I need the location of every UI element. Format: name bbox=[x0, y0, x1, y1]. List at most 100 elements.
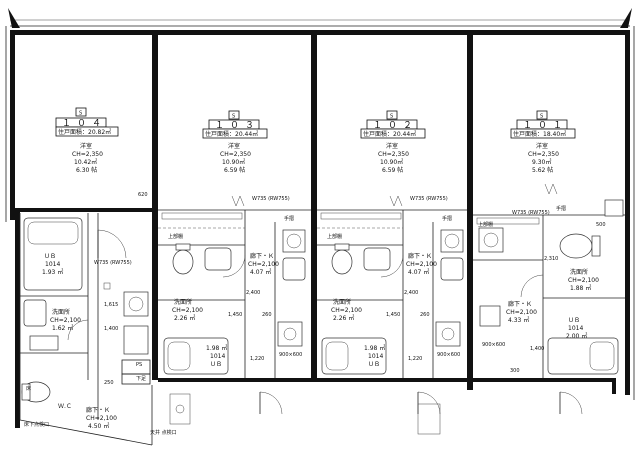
unit-102-door-width: W735 (RW755) bbox=[410, 196, 448, 202]
unit-103-dim-1220: 1,220 bbox=[250, 356, 264, 362]
unit-104-corridor-name: 廊下・Ｋ bbox=[86, 406, 110, 414]
unit-104-floor-area: 住戸面積：20.82㎡ bbox=[58, 128, 111, 136]
unit-102-corridor-name: 廊下・Ｋ bbox=[408, 252, 432, 260]
unit-101-dim-300: 300 bbox=[510, 368, 520, 374]
unit-101-number: １０１ bbox=[523, 121, 568, 131]
unit-104-floor: 床 bbox=[26, 385, 31, 392]
unit-104-dim-250: 250 bbox=[104, 380, 114, 386]
unit-102-dim-2400: 2,400 bbox=[404, 290, 418, 296]
unit-103-area-box bbox=[202, 128, 268, 139]
unit-104-number: １０４ bbox=[62, 119, 107, 129]
unit-104-ub-area: 1.93 ㎡ bbox=[42, 268, 63, 276]
unit-102-room-jo: 6.59 帖 bbox=[382, 166, 403, 174]
unit-102-dim-1450: 1,450 bbox=[386, 312, 400, 318]
unit-103-size: 900×600 bbox=[279, 352, 302, 358]
unit-103-ub-name: ＵＢ bbox=[210, 361, 222, 368]
unit-102-dim-260: 260 bbox=[420, 312, 430, 318]
unit-101-dim-1400: 1,400 bbox=[530, 346, 544, 352]
unit-101: S １０１ 住戸面積：18.40㎡ 洋室 CH=2,350 9.30㎡ 5.62… bbox=[478, 110, 606, 374]
unit-102: S １０２ 住戸面積：20.44㎡ 洋室 CH=2,350 10.90㎡ 6.5… bbox=[327, 110, 460, 368]
unit-104-tag-box bbox=[75, 107, 87, 117]
unit-104-ps: PS bbox=[136, 362, 142, 368]
unit-103-number: １０３ bbox=[215, 121, 260, 131]
unit-101-room-name: 洋室 bbox=[536, 142, 548, 150]
unit-101-room-ch: CH=2,350 bbox=[528, 151, 559, 158]
unit-104-ub-name: ＵＢ bbox=[44, 253, 56, 260]
unit-101-dim-500: 500 bbox=[596, 222, 606, 228]
unit-103-room-ch: CH=2,350 bbox=[220, 151, 251, 158]
unit-103-corridor-ch: CH=2,100 bbox=[248, 261, 279, 268]
unit-104-wc: Ｗ.Ｃ bbox=[58, 403, 72, 410]
unit-102-ub-name: ＵＢ bbox=[368, 361, 380, 368]
doors bbox=[67, 229, 583, 415]
unit-104-dim-1400: 1,400 bbox=[104, 326, 118, 332]
unit-102-number: １０２ bbox=[373, 121, 418, 131]
unit-103: S １０３ 住戸面積：20.44㎡ 洋室 CH=2,350 10.90㎡ 6.5… bbox=[168, 110, 302, 368]
unit-103-wash-name: 洗面所 bbox=[174, 298, 192, 306]
unit-101-corridor-area: 4.33 ㎡ bbox=[508, 316, 529, 324]
unit-103-dim-2400: 2,400 bbox=[246, 290, 260, 296]
unit-102-wash-ch: CH=2,100 bbox=[331, 307, 362, 314]
unit-101-dim-2310: 2,310 bbox=[544, 256, 558, 262]
unit-102-wash-area: 2.26 ㎡ bbox=[333, 314, 354, 322]
unit-103-dim-260: 260 bbox=[262, 312, 272, 318]
unit-101-wash-ch: CH=2,100 bbox=[568, 277, 599, 284]
unit-104-wash-area: 1.62 ㎡ bbox=[52, 324, 73, 332]
unit-101-shelf: 上部棚 bbox=[478, 221, 493, 228]
unit-102-room-name: 洋室 bbox=[386, 142, 398, 150]
unit-102-area-box bbox=[360, 128, 426, 139]
unit-103-tag: S bbox=[232, 114, 235, 120]
unit-104-tag: S bbox=[79, 111, 82, 117]
unit-102-corridor-area: 4.07 ㎡ bbox=[408, 268, 429, 276]
unit-103-tag-box bbox=[228, 110, 240, 120]
unit-104-ceiling-hatch: 天井 点検口 bbox=[150, 429, 177, 436]
unit-104-room-name: 洋室 bbox=[80, 142, 92, 150]
unit-101-door-width: W735 (RW755) bbox=[512, 210, 550, 216]
unit-103-dim-1450: 1,450 bbox=[228, 312, 242, 318]
unit-101-wash-area: 1.88 ㎡ bbox=[570, 284, 591, 292]
unit-104-shoes: 下足 bbox=[136, 376, 146, 382]
unit-104-dim-620: 620 bbox=[138, 192, 148, 198]
unit-103-ub-model: 1014 bbox=[210, 353, 225, 360]
unit-101-tag: S bbox=[540, 114, 543, 120]
unit-102-corridor-ch: CH=2,100 bbox=[406, 261, 437, 268]
unit-104-dim-1615: 1,615 bbox=[104, 302, 118, 308]
unit-101-ub-name: ＵＢ bbox=[568, 317, 580, 324]
unit-104: S １０４ 住戸面積：20.82㎡ 洋室 CH=2,350 10.42㎡ 6.3… bbox=[24, 107, 177, 436]
unit-101-room-m2: 9.30㎡ bbox=[532, 158, 551, 166]
unit-101-floor-area: 住戸面積：18.40㎡ bbox=[513, 130, 566, 138]
unit-104-corridor-area: 4.50 ㎡ bbox=[88, 422, 109, 430]
fixtures bbox=[21, 199, 624, 403]
unit-102-wash-name: 洗面所 bbox=[333, 298, 351, 306]
unit-104-room-ch: CH=2,350 bbox=[72, 151, 103, 158]
exterior-lines bbox=[5, 8, 635, 400]
unit-102-size: 900×600 bbox=[437, 352, 460, 358]
outer-walls bbox=[10, 30, 630, 428]
unit-103-room-name: 洋室 bbox=[228, 142, 240, 150]
unit-104-room-m2: 10.42㎡ bbox=[74, 158, 97, 166]
unit-103-wash-area: 2.26 ㎡ bbox=[174, 314, 195, 322]
unit-102-handrail: 手摺 bbox=[442, 215, 452, 222]
unit-101-corridor-ch: CH=2,100 bbox=[506, 309, 537, 316]
unit-102-room-m2: 10.90㎡ bbox=[380, 158, 403, 166]
unit-103-floor-area: 住戸面積：20.44㎡ bbox=[205, 130, 258, 138]
unit-101-ub-area: 2.00 ㎡ bbox=[566, 332, 587, 340]
unit-103-ub-area: 1.98 ㎡ bbox=[206, 344, 227, 352]
unit-104-area-box bbox=[55, 126, 119, 137]
unit-101-area-box bbox=[510, 128, 576, 139]
unit-103-handrail: 手摺 bbox=[284, 215, 294, 222]
unit-103-shelf: 上部棚 bbox=[168, 233, 183, 240]
unit-103-door-width: W735 (RW755) bbox=[252, 196, 290, 202]
unit-101-tag-box bbox=[536, 110, 548, 120]
closet-bands bbox=[158, 212, 540, 229]
break-marks bbox=[231, 183, 558, 207]
unit-101-size: 900×600 bbox=[482, 342, 505, 348]
unit-102-ub-model: 1014 bbox=[368, 353, 383, 360]
unit-102-tag: S bbox=[390, 114, 393, 120]
unit-102-floor-area: 住戸面積：20.44㎡ bbox=[363, 130, 416, 138]
entrance-steps bbox=[169, 393, 441, 435]
unit-102-ub-area: 1.98 ㎡ bbox=[364, 344, 385, 352]
unit-104-wash-name: 洗面所 bbox=[52, 308, 70, 316]
unit-103-room-m2: 10.90㎡ bbox=[222, 158, 245, 166]
